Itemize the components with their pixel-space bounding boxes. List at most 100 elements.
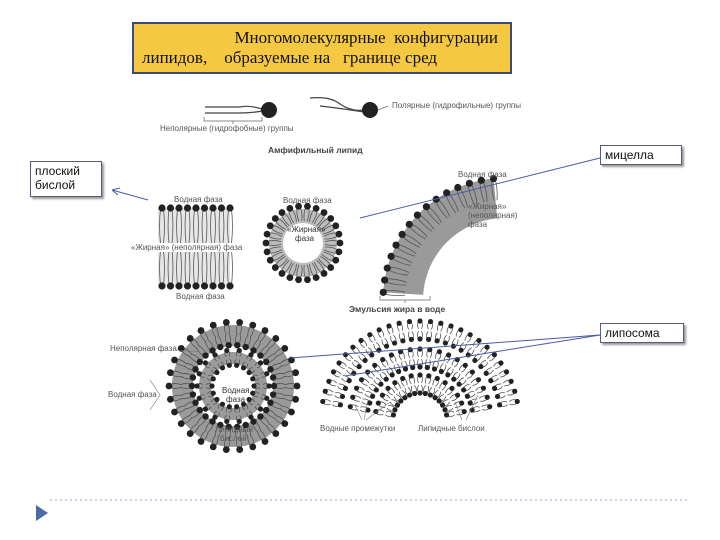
lipid-molecule xyxy=(445,367,453,377)
lipid-molecule xyxy=(338,384,349,391)
label-fatty-phase-arc-1: «Жирная» xyxy=(468,202,506,211)
lipid-molecule xyxy=(334,393,345,399)
lipid-molecule xyxy=(478,360,488,369)
lipid-molecule xyxy=(332,402,343,408)
lipid-molecule xyxy=(433,376,440,387)
lipid-molecule xyxy=(468,399,479,406)
lipid-molecule xyxy=(400,376,407,387)
lipid-molecule xyxy=(509,399,520,405)
lipid-molecule xyxy=(445,386,454,395)
lipid-molecule xyxy=(444,352,451,362)
pointer-line-liposome-1 xyxy=(290,335,600,358)
lipid-molecule xyxy=(365,369,374,378)
label-lipid-bilayers: Липидные бислои xyxy=(418,424,485,433)
lipid-molecule xyxy=(369,384,379,392)
lipid-molecule xyxy=(411,385,417,396)
label-fatty-phase-arc-3: фаза xyxy=(468,220,487,229)
lipid-molecule xyxy=(423,385,429,396)
label-water-gaps: Водные промежутки xyxy=(320,424,395,433)
lipid-molecule xyxy=(377,327,384,337)
lipid-molecule xyxy=(503,379,514,386)
lipid-molecule xyxy=(432,361,438,372)
label-water-phase-top: Водная фаза xyxy=(174,195,223,204)
label-water-phase-bottom: Водная фаза xyxy=(176,292,225,301)
lipid-molecule xyxy=(439,380,447,390)
label-polar-groups: Полярные (гидрофильные) группы xyxy=(392,101,521,110)
lipid-molecule xyxy=(473,338,481,348)
lipid-molecule xyxy=(456,378,465,387)
lipid-molecule xyxy=(374,378,383,387)
lipid-molecule xyxy=(389,352,396,362)
lipid-molecule xyxy=(336,360,346,368)
nav-triangle-icon[interactable] xyxy=(36,505,48,521)
lipid-molecule xyxy=(426,331,432,342)
lipid-molecule xyxy=(456,409,467,415)
micelle xyxy=(263,203,344,283)
lipid-molecule xyxy=(487,352,497,361)
lipid-molecule xyxy=(434,333,440,344)
lipid-molecule xyxy=(427,347,433,358)
lipid-molecule xyxy=(385,386,394,395)
lipid-molecule xyxy=(354,386,364,393)
lipid-molecule xyxy=(342,376,352,384)
lipid-molecule xyxy=(394,364,401,374)
lipid-molecule xyxy=(459,363,468,373)
lipid-molecule xyxy=(380,372,389,382)
lipid-molecule xyxy=(373,409,384,415)
lipid-molecule xyxy=(454,400,465,407)
lipid-molecule xyxy=(444,412,455,418)
emulsion-bracket xyxy=(380,296,430,303)
lipid-molecule xyxy=(439,364,446,374)
lipid-molecule xyxy=(323,389,334,395)
lipid-molecule xyxy=(359,377,369,385)
lipid-molecule xyxy=(488,376,498,384)
lipid-molecule xyxy=(397,321,403,332)
lipid-molecule xyxy=(394,394,403,403)
lipid-molecule xyxy=(479,395,490,402)
lipid-molecule xyxy=(425,373,431,384)
lipid-molecule xyxy=(436,349,442,360)
lipid-molecule xyxy=(461,384,471,392)
lipid-molecule xyxy=(417,318,422,329)
lipid-molecule xyxy=(392,380,400,390)
lipid-molecule xyxy=(507,389,518,395)
lipid-molecule xyxy=(386,323,393,334)
lipid-molecule xyxy=(331,369,341,377)
lipid-molecule xyxy=(482,404,493,410)
label-water-phase-micelle: Водная фаза xyxy=(283,196,332,205)
lipid-molecule xyxy=(350,395,361,402)
lipid-molecule xyxy=(398,349,404,360)
lipid-molecule xyxy=(443,335,450,346)
lipid-molecule xyxy=(385,412,396,418)
amphiphilic-lipid-molecule-1 xyxy=(205,102,277,118)
label-fatty-phase-arc-2: (неполярная) xyxy=(468,211,517,220)
lipid-molecule xyxy=(458,343,466,353)
lipid-molecule xyxy=(476,386,486,393)
polar-groups-leader xyxy=(378,106,388,110)
lipid-molecule xyxy=(471,377,481,385)
label-fatty-phase: «Жирная» (неполярная) фаза xyxy=(131,243,242,252)
label-micelle-core-1: «Жирная» xyxy=(287,225,325,234)
label-nonpolar-groups: Неполярные (гидрофобные) группы xyxy=(160,124,294,133)
nonpolar-groups-bracket xyxy=(204,117,262,124)
lipid-molecule xyxy=(437,321,443,332)
lipid-molecule xyxy=(497,402,508,408)
lipid-molecule xyxy=(360,407,371,413)
lipid-molecule xyxy=(451,372,460,382)
lipid-molecule xyxy=(380,393,390,401)
label-micelle-core-2: фаза xyxy=(295,234,314,243)
lipid-molecule xyxy=(408,331,414,342)
label-emulsion: Эмульсия жира в воде xyxy=(349,304,445,314)
lipid-molecule xyxy=(352,360,362,369)
lipid-molecule xyxy=(358,338,366,348)
lipid-molecule xyxy=(495,393,506,399)
lipid-molecule xyxy=(466,369,475,378)
label-liposome-inner-2: фаза xyxy=(226,395,245,404)
lipid-molecule xyxy=(417,385,422,396)
lipid-molecule xyxy=(391,335,398,346)
lipid-molecule xyxy=(428,319,434,330)
lipid-molecule xyxy=(499,369,509,377)
label-liposome-inner-1: Водная xyxy=(222,386,249,395)
amphiphilic-lipid-molecule-2 xyxy=(310,98,378,118)
